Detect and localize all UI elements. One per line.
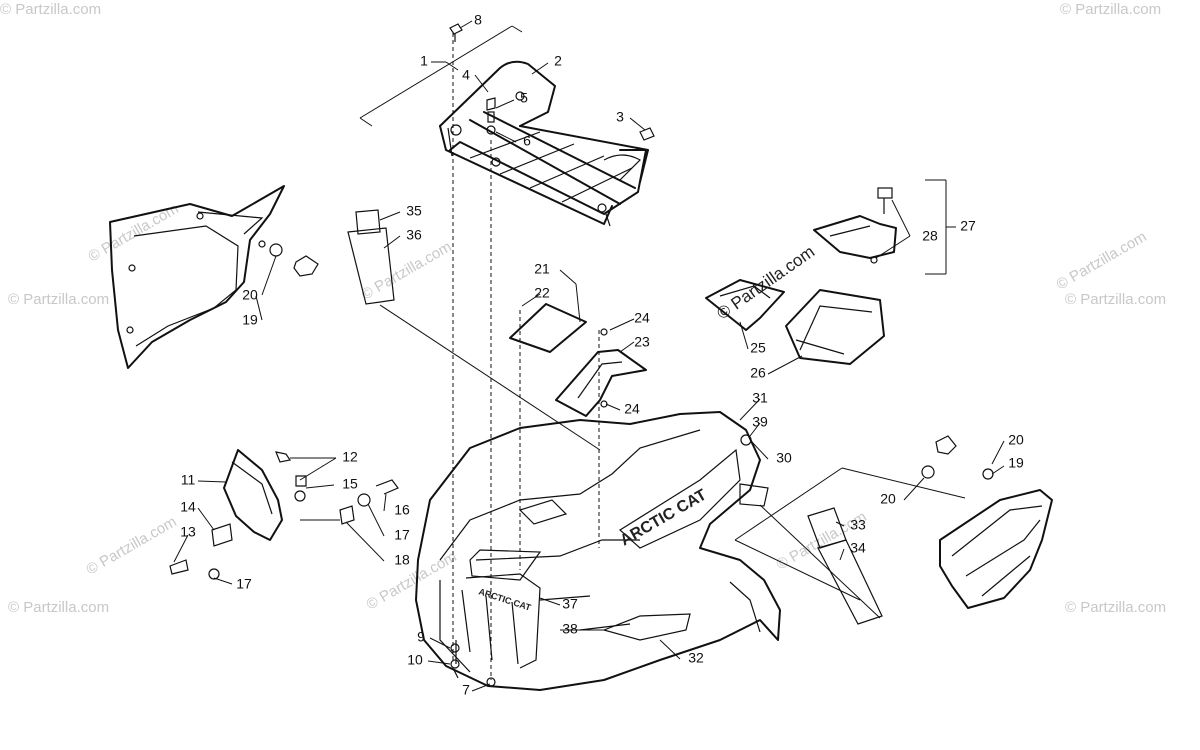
callout-11: 11 <box>181 472 196 488</box>
callout-13: 13 <box>180 524 196 540</box>
left-side-panel <box>109 185 319 369</box>
vent-parts <box>509 303 647 417</box>
watermark: © Partzilla.com <box>8 291 109 308</box>
guide-lines <box>359 25 966 619</box>
callout-2: 2 <box>554 53 562 69</box>
explode-lines <box>452 33 600 680</box>
watermark: © Partzilla.com <box>1065 291 1166 308</box>
callout-3: 3 <box>616 109 624 125</box>
decal-right <box>807 507 883 625</box>
callout-leaders <box>173 20 1005 692</box>
callout-4: 4 <box>462 67 470 83</box>
callout-19: 19 <box>1008 455 1024 471</box>
brand-decal-side: ARCTIC CAT <box>618 486 710 549</box>
headlight-assembly <box>169 449 399 580</box>
callout-25: 25 <box>750 340 766 356</box>
callout-6: 6 <box>523 133 531 149</box>
watermark: © Partzilla.com <box>0 1 101 18</box>
right-side-panel <box>921 435 1053 609</box>
watermark: © Partzilla.com <box>84 513 180 578</box>
callout-12: 12 <box>342 449 358 465</box>
callout-16: 16 <box>394 502 410 518</box>
callout-23: 23 <box>634 334 650 350</box>
front-fender: ARCTIC CAT ARCTIC CAT <box>415 411 781 691</box>
callout-32: 32 <box>688 650 704 666</box>
callout-37: 37 <box>562 596 578 612</box>
decal-left <box>347 209 395 305</box>
callout-33: 33 <box>850 517 866 533</box>
callout-27: 27 <box>960 218 976 234</box>
callout-22: 22 <box>534 285 550 301</box>
watermark: © Partzilla.com <box>359 238 455 303</box>
callout-5: 5 <box>520 90 528 106</box>
callout-28: 28 <box>922 228 938 244</box>
rack-hardware <box>449 23 655 141</box>
callout-24: 24 <box>624 401 640 417</box>
bottom-hardware <box>450 643 496 687</box>
callout-8: 8 <box>474 12 482 28</box>
watermark: © Partzilla.com <box>8 599 109 616</box>
callout-18: 18 <box>394 552 410 568</box>
callout-9: 9 <box>417 629 425 645</box>
callout-35: 35 <box>406 203 422 219</box>
watermark: © Partzilla.com <box>364 548 460 613</box>
callout-17: 17 <box>236 576 252 592</box>
callout-labels: 1 2 3 4 5 6 7 8 9 10 11 12 13 14 15 16 1… <box>180 12 1024 698</box>
callout-17: 17 <box>394 527 410 543</box>
watermark: © Partzilla.com <box>1060 1 1161 18</box>
callout-30: 30 <box>776 450 792 466</box>
callout-19: 19 <box>242 312 258 328</box>
brand-decal-front: ARCTIC CAT <box>477 586 532 612</box>
callout-20: 20 <box>242 287 258 303</box>
callout-34: 34 <box>850 540 866 556</box>
callout-14: 14 <box>180 499 196 515</box>
callout-1: 1 <box>420 53 428 69</box>
callout-24: 24 <box>634 310 650 326</box>
callout-21: 21 <box>534 261 550 277</box>
latch-assembly <box>813 187 897 264</box>
callout-10: 10 <box>407 652 423 668</box>
callout-38: 38 <box>562 621 578 637</box>
callout-20: 20 <box>1008 432 1024 448</box>
callout-39: 39 <box>752 414 768 430</box>
front-rack <box>439 60 649 227</box>
callout-26: 26 <box>750 365 766 381</box>
callout-20: 20 <box>880 491 896 507</box>
watermark: © Partzilla.com <box>1054 228 1150 293</box>
callout-31: 31 <box>752 390 768 406</box>
watermark: © Partzilla.com <box>1065 599 1166 616</box>
storage-box <box>705 279 885 365</box>
callout-15: 15 <box>342 476 358 492</box>
callout-7: 7 <box>462 682 470 698</box>
callout-36: 36 <box>406 227 422 243</box>
watermark-layer: © Partzilla.com © Partzilla.com © Partzi… <box>0 1 1166 616</box>
